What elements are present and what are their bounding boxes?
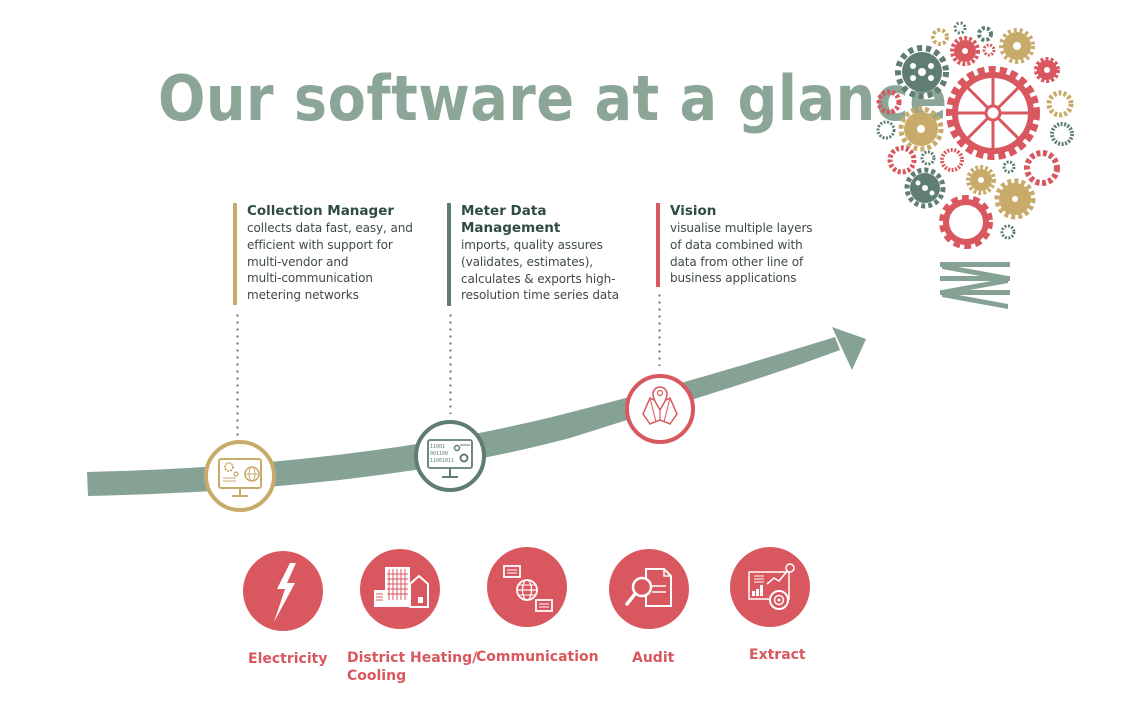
category-label-communication: Communication — [476, 649, 599, 665]
stage-desc-line: efficient with support for — [247, 237, 393, 252]
stage-desc-line: multi-vendor and — [247, 254, 349, 269]
chart-dashboard-icon — [730, 547, 810, 627]
page-title: Our software at a glance — [158, 62, 948, 135]
connector-dots — [449, 312, 452, 414]
stage-desc-line: data from other line of — [670, 254, 804, 269]
magnifier-document-icon — [609, 549, 689, 629]
label-line: District Heating/ — [347, 650, 478, 666]
stage-desc-line: of data combined with — [670, 237, 803, 252]
connector-dots — [658, 292, 661, 366]
stage-heading-line: Meter Data — [461, 203, 547, 219]
arrowhead-icon — [832, 327, 866, 370]
stage-heading-line: Management — [461, 220, 561, 236]
stage-desc-line: visualise multiple layers — [670, 221, 813, 235]
stage-desc-line: (validates, estimates), — [461, 254, 593, 269]
connector-dots — [236, 312, 239, 436]
stage-desc-line: calculates & exports high- — [461, 271, 616, 286]
gear-lightbulb-icon — [876, 21, 1074, 309]
svg-text:11001011: 11001011 — [430, 458, 454, 464]
stage-desc-line: multi-communication — [247, 271, 373, 286]
category-label-district-heating: District Heating/ Cooling — [347, 649, 477, 685]
category-label-electricity: Electricity — [248, 651, 328, 667]
stage-meter-data-management: Meter Data Management imports, quality a… — [447, 203, 619, 306]
map-pin-icon — [625, 374, 695, 444]
monitor-gears-globe-icon — [204, 440, 276, 512]
svg-text:11001: 11001 — [430, 444, 445, 450]
stage-vision: Vision visualise multiple layers of data… — [656, 203, 813, 287]
stage-heading: Vision — [670, 203, 717, 219]
stage-desc-line: business applications — [670, 271, 797, 286]
stage-desc-line: resolution time series data — [461, 288, 619, 303]
label-line: Cooling — [347, 668, 407, 684]
monitor-binary-gears-icon: 11001 001100 11001011 — [414, 420, 486, 492]
category-label-extract: Extract — [749, 647, 806, 663]
stage-collection-manager: Collection Manager collects data fast, e… — [233, 203, 413, 305]
category-label-audit: Audit — [632, 650, 675, 666]
globe-chat-icon — [487, 547, 567, 627]
stage-desc-line: imports, quality assures — [461, 238, 603, 252]
lightning-bolt-icon — [243, 551, 323, 631]
stage-desc-line: collects data fast, easy, and — [247, 221, 413, 235]
svg-text:001100: 001100 — [430, 451, 448, 457]
stage-heading: Collection Manager — [247, 203, 395, 219]
buildings-icon — [360, 549, 440, 629]
stage-desc-line: metering networks — [247, 288, 359, 303]
